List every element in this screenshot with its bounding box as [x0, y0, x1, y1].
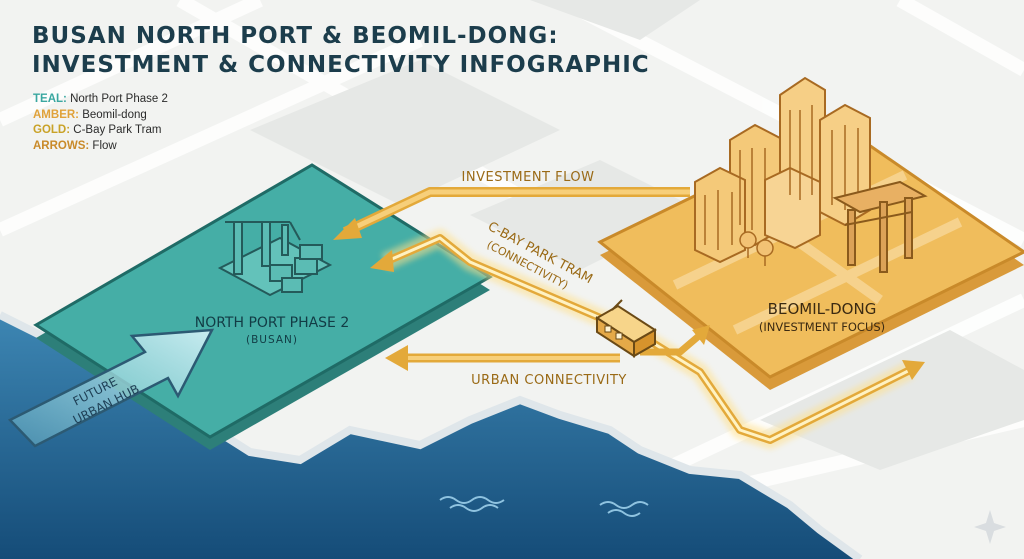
urban-connectivity-arrow	[385, 345, 620, 371]
legend-value: Flow	[92, 139, 117, 152]
north-port-label: NORTH PORT PHASE 2	[195, 315, 350, 331]
sparkle-icon	[974, 510, 1006, 544]
legend-item-arrows: ARROWS: Flow	[33, 139, 168, 155]
north-port-sublabel: (BUSAN)	[246, 334, 298, 346]
trees-icon	[739, 231, 774, 266]
port-crane-icon	[217, 221, 333, 297]
page-title: BUSAN NORTH PORT & BEOMIL-DONG: INVESTME…	[32, 22, 650, 80]
legend-key: GOLD:	[33, 124, 71, 136]
future-urban-hub-arrow	[7, 328, 215, 448]
title-line-1: BUSAN NORTH PORT & BEOMIL-DONG:	[32, 23, 559, 49]
legend-key: TEAL:	[33, 93, 67, 105]
sea	[0, 315, 860, 559]
legend-item-teal: TEAL: North Port Phase 2	[33, 92, 168, 108]
legend-item-amber: AMBER: Beomil-dong	[33, 108, 168, 124]
investment-flow-label: INVESTMENT FLOW	[462, 170, 595, 185]
legend-key: ARROWS:	[33, 139, 90, 152]
legend-key: AMBER:	[33, 108, 79, 121]
tram-icon	[595, 299, 657, 358]
title-line-2: INVESTMENT & CONNECTIVITY INFOGRAPHIC	[32, 52, 650, 78]
urban-connectivity-label: URBAN CONNECTIVITY	[471, 373, 627, 388]
tram-branch-arrow	[640, 325, 710, 356]
sea-edge	[0, 311, 863, 559]
investment-flow-arrow	[333, 187, 690, 240]
legend: TEAL: North Port Phase 2 AMBER: Beomil-d…	[33, 92, 168, 154]
wave-marks	[439, 496, 649, 517]
legend-value: Beomil-dong	[82, 108, 147, 121]
beomil-label: BEOMIL-DONG	[768, 300, 877, 318]
legend-value: C-Bay Park Tram	[73, 124, 162, 136]
legend-item-gold: GOLD: C-Bay Park Tram	[33, 123, 168, 139]
beomil-sublabel: (INVESTMENT FOCUS)	[759, 320, 885, 334]
legend-value: North Port Phase 2	[70, 93, 168, 105]
traditional-gate-icon	[832, 180, 928, 273]
